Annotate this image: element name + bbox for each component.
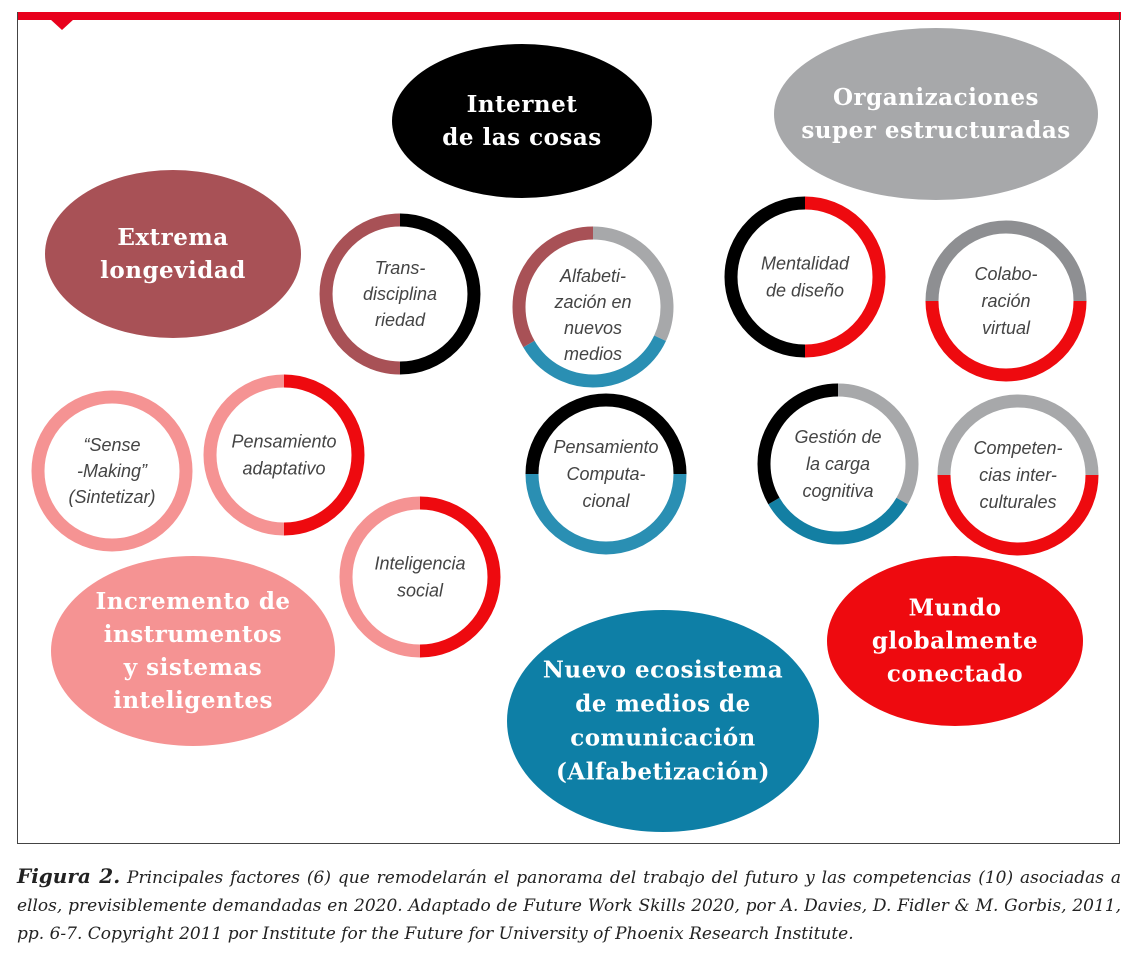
- skill-label-adaptativo-line-2: adaptativo: [242, 459, 325, 479]
- skill-ring-segment-carga-1: [837, 383, 919, 505]
- factor-label-mundo-line-2: globalmente: [872, 628, 1038, 655]
- skill-label-alfabetizacion-line-4: medios: [564, 344, 622, 364]
- skill-disc-computacional: [532, 400, 680, 548]
- skill-ring-segment-alfabetizacion-2: [523, 335, 666, 388]
- factor-ellipse-instrumentos: [51, 556, 335, 746]
- factor-label-mundo-line-3: conectado: [887, 661, 1023, 688]
- skill-label-transdisciplina-line-2: disciplina: [363, 284, 437, 304]
- factor-label-ecosistema-line-1: Nuevo ecosistema: [543, 657, 783, 684]
- skill-label-carga-line-3: cognitiva: [802, 481, 873, 501]
- skill-ring-segment-colaboracion-1: [925, 220, 1087, 302]
- skill-ring-segment-computacional-1: [525, 393, 687, 475]
- figure-caption: Figura 2. Principales factores (6) que r…: [17, 862, 1121, 948]
- skill-label-carga-line-1: Gestión de: [794, 427, 881, 447]
- skill-label-transdisciplina-line-3: riedad: [375, 310, 426, 330]
- factor-ellipse-organizaciones: [774, 28, 1098, 200]
- figure-frame: [17, 12, 1120, 844]
- factor-label-organizaciones-line-1: Organizaciones: [833, 84, 1039, 111]
- skill-ring-segment-transdisciplina-1: [399, 213, 481, 375]
- skill-label-mentalidad-line-1: Mentalidad: [761, 254, 850, 274]
- skill-label-transdisciplina-line-1: Trans-: [375, 258, 426, 278]
- skill-disc-adaptativo: [210, 381, 358, 529]
- skill-ring-segment-adaptativo-1: [283, 374, 365, 536]
- top-notch: [50, 19, 74, 30]
- skill-ring-segment-sensemaking-1: [31, 390, 193, 552]
- caption-label: Figura 2.: [17, 864, 121, 888]
- skill-disc-transdisciplina: [326, 220, 474, 368]
- skill-ring-segment-social-2: [339, 496, 421, 658]
- factor-label-internet-line-1: Internet: [467, 91, 578, 118]
- skill-ring-segment-transdisciplina-2: [319, 213, 401, 375]
- skill-label-adaptativo-line-1: Pensamiento: [231, 432, 336, 452]
- skill-label-computacional-line-2: Computa-: [566, 464, 645, 484]
- skill-label-intercultural-line-1: Competen-: [973, 438, 1062, 458]
- skill-disc-social: [346, 503, 494, 651]
- factor-label-instrumentos-line-1: Incremento de: [95, 588, 290, 615]
- skill-ring-segment-mentalidad-1: [804, 196, 886, 358]
- skill-ring-segment-mentalidad-2: [724, 196, 806, 358]
- skill-ring-segment-alfabetizacion-1: [592, 226, 674, 342]
- factor-label-organizaciones-line-2: super estructuradas: [801, 117, 1070, 144]
- skill-label-colaboracion-line-3: virtual: [982, 318, 1031, 338]
- top-accent-bar: [17, 12, 1121, 20]
- factor-label-ecosistema-line-3: comunicación: [570, 725, 756, 752]
- skill-ring-segment-intercultural-2: [937, 474, 1099, 556]
- skill-ring-segment-social-1: [419, 496, 501, 658]
- factor-ellipse-longevidad: [45, 170, 301, 338]
- skill-label-computacional-line-1: Pensamiento: [553, 437, 658, 457]
- skill-label-alfabetizacion-line-2: zación en: [553, 292, 631, 312]
- skill-disc-colaboracion: [932, 227, 1080, 375]
- skill-ring-segment-adaptativo-2: [203, 374, 285, 536]
- skill-label-colaboracion-line-1: Colabo-: [974, 264, 1037, 284]
- skill-label-alfabetizacion-line-1: Alfabeti-: [559, 266, 626, 286]
- factor-label-ecosistema-line-4: (Alfabetización): [556, 759, 770, 786]
- skill-label-computacional-line-3: cional: [582, 491, 630, 511]
- skill-label-colaboracion-line-2: ración: [981, 291, 1030, 311]
- skill-disc-sensemaking: [38, 397, 186, 545]
- skill-ring-segment-colaboracion-2: [925, 300, 1087, 382]
- skill-disc-alfabetizacion: [519, 233, 667, 381]
- skill-ring-segment-computacional-2: [525, 473, 687, 555]
- factor-label-instrumentos-line-4: inteligentes: [113, 687, 273, 714]
- skill-label-sensemaking-line-1: “Sense: [83, 435, 140, 455]
- factor-label-mundo-line-1: Mundo: [909, 595, 1002, 622]
- skill-label-intercultural-line-3: culturales: [979, 492, 1056, 512]
- skill-disc-mentalidad: [731, 203, 879, 351]
- factor-label-instrumentos-line-3: y sistemas: [123, 654, 262, 681]
- caption-text: Principales factores (6) que remodelarán…: [17, 868, 1121, 944]
- factor-label-longevidad-line-2: longevidad: [100, 257, 246, 284]
- factor-label-instrumentos-line-2: instrumentos: [104, 621, 282, 648]
- factor-label-longevidad-line-1: Extrema: [117, 224, 228, 251]
- factor-ellipse-mundo: [827, 556, 1083, 726]
- skill-label-social-line-1: Inteligencia: [374, 554, 465, 574]
- skill-label-sensemaking-line-3: (Sintetizar): [68, 487, 155, 507]
- skill-label-sensemaking-line-2: -Making”: [77, 461, 148, 481]
- factor-ellipse-internet: [392, 44, 652, 198]
- skill-disc-carga: [764, 390, 912, 538]
- skill-label-alfabetizacion-line-3: nuevos: [564, 318, 622, 338]
- skill-ring-segment-carga-2: [768, 497, 908, 545]
- skill-label-intercultural-line-2: cias inter-: [979, 465, 1057, 485]
- skill-label-mentalidad-line-2: de diseño: [766, 281, 844, 301]
- skill-ring-segment-intercultural-1: [937, 394, 1099, 476]
- skill-ring-segment-carga-3: [757, 383, 839, 505]
- skill-label-carga-line-2: la carga: [806, 454, 870, 474]
- factor-label-internet-line-2: de las cosas: [442, 124, 601, 151]
- skill-ring-segment-alfabetizacion-3: [512, 226, 594, 348]
- skill-disc-intercultural: [944, 401, 1092, 549]
- skill-label-social-line-2: social: [397, 581, 444, 601]
- factor-label-ecosistema-line-2: de medios de: [575, 691, 751, 718]
- factor-ellipse-ecosistema: [507, 610, 819, 832]
- factors-skills-diagram: Internet de las cosas Organizaciones super …: [31, 28, 1099, 832]
